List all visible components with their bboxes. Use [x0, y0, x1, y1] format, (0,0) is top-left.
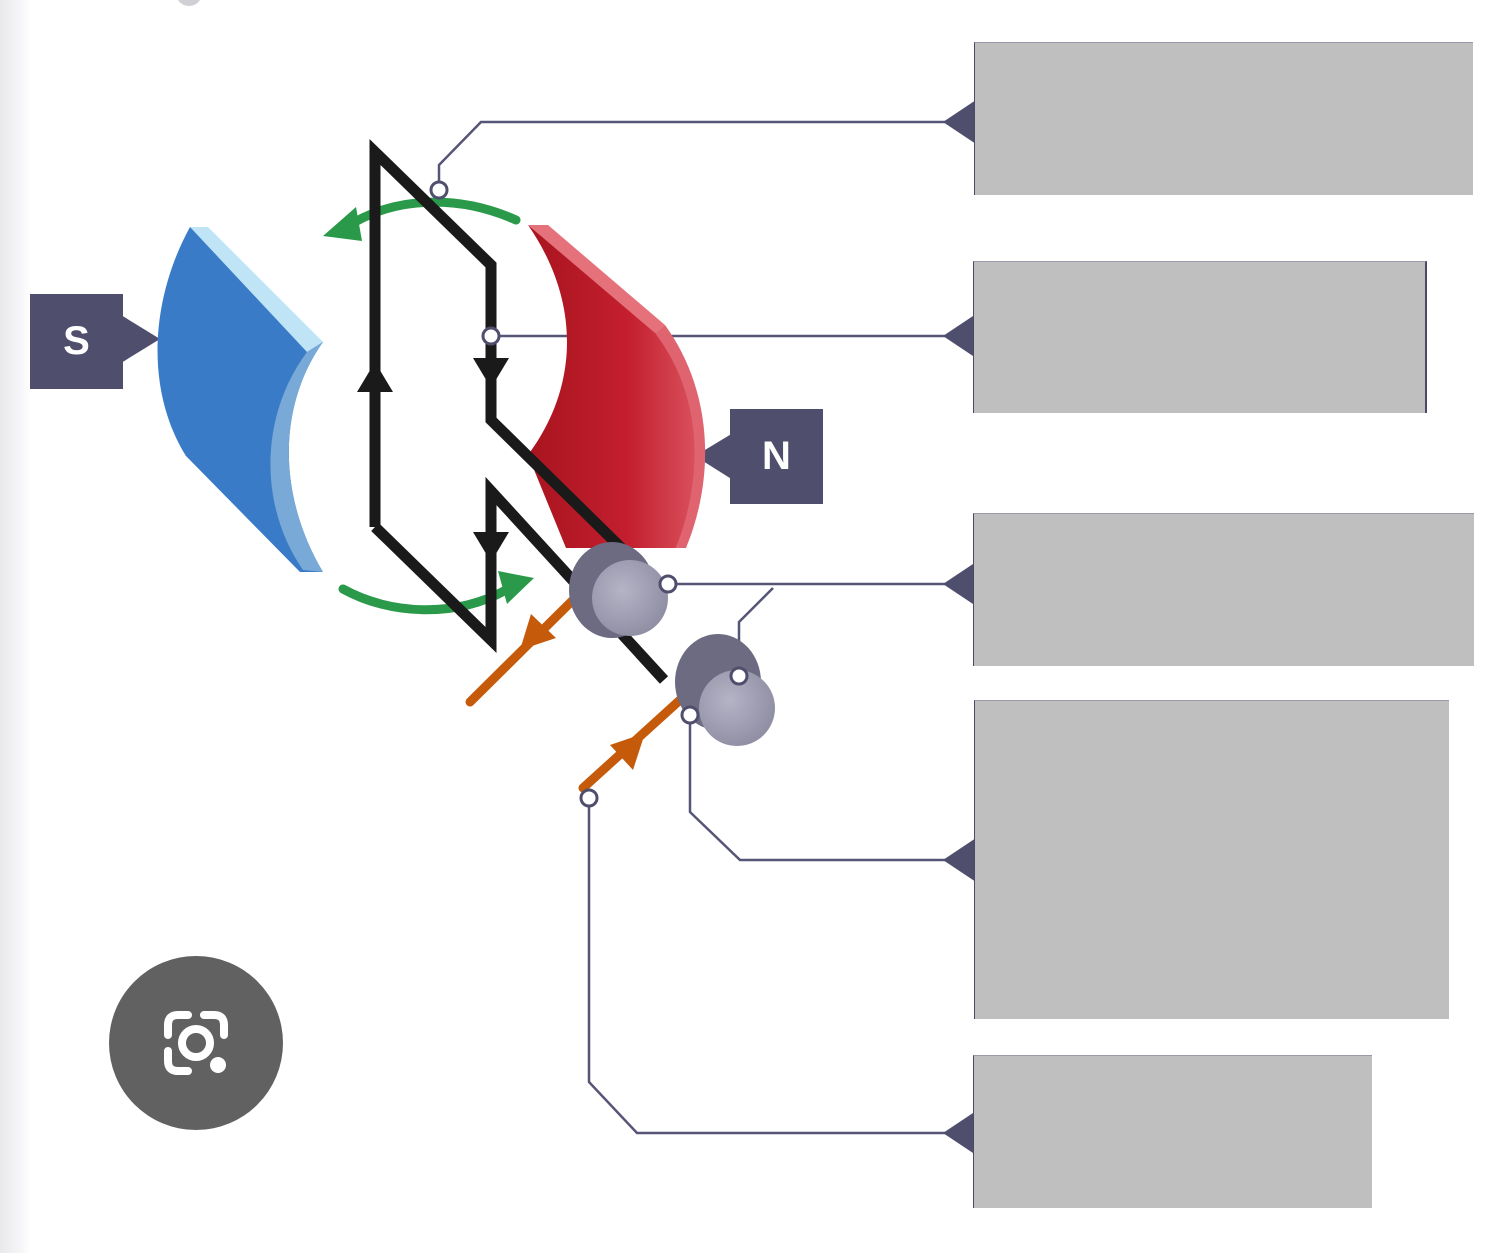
- anchor-points: [429, 180, 749, 808]
- south-magnet: [157, 227, 323, 572]
- n-tag-pointer: [695, 433, 733, 480]
- leader-lines: [437, 120, 950, 1135]
- label-box-3[interactable]: [973, 513, 1474, 666]
- s-tag-pointer: [121, 315, 160, 363]
- rotation-arrowhead-top: [323, 207, 362, 241]
- label-box-5[interactable]: [973, 1055, 1372, 1208]
- google-lens-icon: [164, 1011, 228, 1075]
- slip-ring-lower: [675, 634, 775, 746]
- page-edge: [0, 0, 30, 1253]
- leader-line-4: [688, 715, 950, 862]
- coil-arrow-down-1: [473, 358, 509, 388]
- north-pole-label: N: [730, 409, 823, 504]
- label-box-1[interactable]: [974, 42, 1473, 195]
- visual-search-button[interactable]: [109, 956, 283, 1130]
- current-arrow-in: [610, 733, 645, 770]
- leader-line-5: [587, 798, 950, 1135]
- rotation-arrowhead-bottom: [498, 571, 534, 604]
- leader-line-1: [437, 120, 950, 188]
- label-box-4[interactable]: [974, 700, 1449, 1019]
- cropped-element: [176, 0, 202, 6]
- south-pole-label: S: [30, 294, 123, 389]
- slip-ring-upper: [569, 542, 668, 638]
- label-box-2[interactable]: [973, 261, 1427, 413]
- north-magnet: [528, 225, 706, 548]
- current-arrow-out: [520, 614, 556, 650]
- callout-pointers: [943, 100, 976, 1155]
- coil-arrow-down-2: [473, 532, 509, 562]
- coil-arrow-up: [357, 362, 393, 392]
